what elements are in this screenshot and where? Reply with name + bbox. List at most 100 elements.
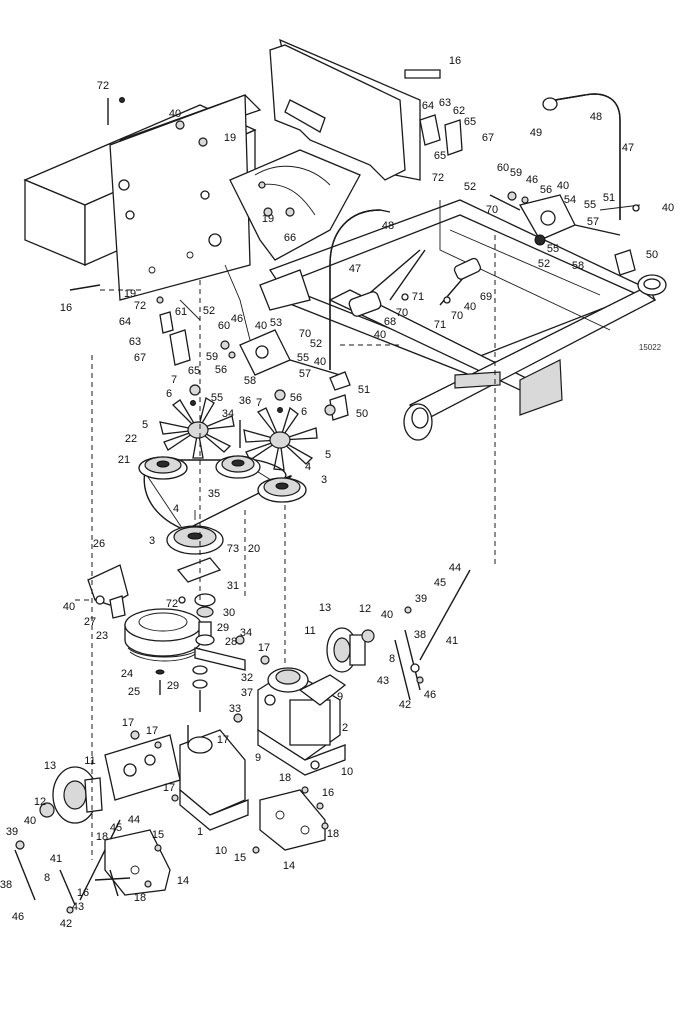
callout-28: 28 [225, 636, 237, 648]
callout-12: 12 [34, 796, 46, 808]
callout-34: 34 [222, 408, 234, 420]
callout-59: 59 [206, 351, 218, 363]
callout-50: 50 [356, 408, 368, 420]
callout-43: 43 [377, 675, 389, 687]
callout-58: 58 [572, 260, 584, 272]
callout-50: 50 [646, 249, 658, 261]
callout-7: 7 [256, 397, 262, 409]
callout-61: 61 [175, 306, 187, 318]
callout-65: 65 [464, 116, 476, 128]
cooling-fan-right [243, 406, 318, 471]
callout-47: 47 [622, 142, 634, 154]
callout-40: 40 [374, 329, 386, 341]
callout-40: 40 [662, 202, 674, 214]
callout-46: 46 [424, 689, 436, 701]
callout-11: 11 [84, 755, 95, 767]
callout-41: 41 [446, 635, 458, 647]
callout-58: 58 [244, 375, 256, 387]
hardware [69, 69, 441, 897]
callout-3: 3 [149, 535, 155, 547]
callout-70: 70 [396, 307, 408, 319]
callout-16: 16 [449, 55, 461, 67]
callout-39: 39 [6, 826, 18, 838]
callout-12: 12 [359, 603, 371, 615]
callout-38: 38 [414, 629, 426, 641]
callout-72: 72 [432, 172, 444, 184]
callout-60: 60 [218, 320, 230, 332]
callout-1: 1 [197, 826, 203, 838]
callout-51: 51 [603, 192, 615, 204]
callout-56: 56 [290, 392, 302, 404]
callout-4: 4 [305, 461, 311, 473]
callout-56: 56 [540, 184, 552, 196]
callout-72: 72 [166, 598, 178, 610]
callout-46: 46 [231, 313, 243, 325]
callout-9: 9 [255, 752, 261, 764]
callout-43: 43 [72, 901, 84, 913]
callout-34: 34 [240, 627, 252, 639]
callout-10: 10 [215, 845, 227, 857]
callout-52: 52 [203, 305, 215, 317]
callout-17: 17 [258, 642, 270, 654]
callout-40: 40 [557, 180, 569, 192]
callout-30: 30 [223, 607, 235, 619]
callout-17: 17 [146, 725, 158, 737]
callout-38: 38 [0, 879, 12, 891]
callout-2: 2 [342, 722, 348, 734]
callout-17: 17 [122, 717, 134, 729]
callout-13: 13 [44, 760, 56, 772]
hydro-pump-left [104, 725, 249, 831]
callout-45: 45 [434, 577, 446, 589]
callout-54: 54 [564, 194, 576, 206]
callout-60: 60 [497, 162, 509, 174]
callout-53: 53 [270, 317, 282, 329]
pulley-21 [138, 456, 188, 480]
callout-32: 32 [241, 672, 253, 684]
callout-29: 29 [217, 622, 229, 634]
callout-21: 21 [118, 454, 130, 466]
callout-55: 55 [297, 352, 309, 364]
callout-14: 14 [177, 875, 189, 887]
callout-71: 71 [412, 291, 424, 303]
callout-40: 40 [314, 356, 326, 368]
callout-40: 40 [63, 601, 75, 613]
callout-63: 63 [439, 97, 451, 109]
callout-65: 65 [188, 365, 200, 377]
callout-40: 40 [24, 815, 36, 827]
callout-46: 46 [526, 174, 538, 186]
callout-18: 18 [96, 831, 108, 843]
callout-20: 20 [248, 543, 260, 555]
callout-57: 57 [587, 216, 599, 228]
callout-19: 19 [262, 213, 274, 225]
wheel-hub-left [39, 766, 103, 824]
callout-35: 35 [208, 488, 220, 500]
callout-8: 8 [389, 653, 395, 665]
callout-57: 57 [299, 368, 311, 380]
callout-36: 36 [239, 395, 251, 407]
wheel-hub-right [326, 627, 375, 673]
callout-64: 64 [119, 316, 131, 328]
callout-48: 48 [382, 220, 394, 232]
callout-71: 71 [434, 319, 446, 331]
callout-18: 18 [134, 892, 146, 904]
callout-39: 39 [415, 593, 427, 605]
callout-29: 29 [167, 680, 179, 692]
main-frame [269, 38, 667, 441]
callout-16: 16 [77, 887, 89, 899]
callout-72: 72 [97, 80, 109, 92]
callout-64: 64 [422, 100, 434, 112]
callout-37: 37 [241, 687, 253, 699]
callout-70: 70 [451, 310, 463, 322]
reference-number: 15022 [639, 343, 662, 352]
callout-40: 40 [255, 320, 267, 332]
callout-51: 51 [358, 384, 370, 396]
callout-66: 66 [284, 232, 296, 244]
callout-15: 15 [152, 829, 164, 841]
callout-19: 19 [124, 288, 136, 300]
pump-bracket-left [94, 829, 171, 896]
hydro-pump-right [257, 667, 347, 776]
idler-bracket-73 [155, 557, 246, 712]
steering-levers [329, 93, 636, 421]
